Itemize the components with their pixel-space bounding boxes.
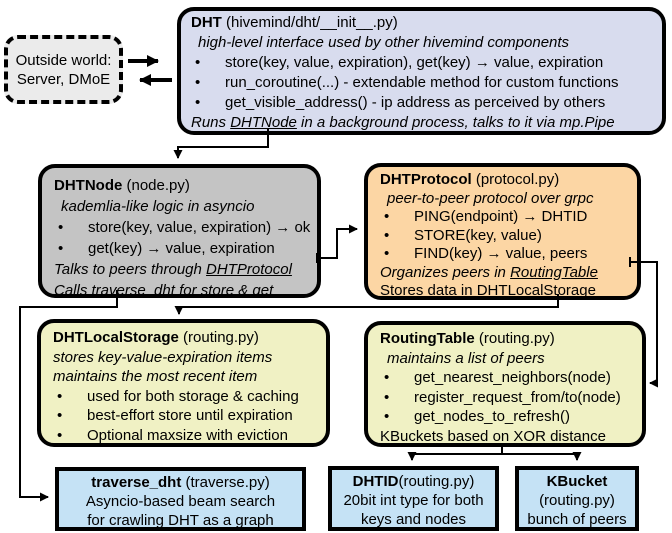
dhtlocalstorage-bullet-used: •used for both storage & caching [53,387,326,407]
dht-title: DHT (hivemind/dht/__init__.py) [191,13,662,33]
dhtlocalstorage-bullet-maxsize: •Optional maxsize with eviction [53,426,326,446]
kbucket-line2: (routing.py) [539,492,615,509]
outside-world-box: Outside world: Server, DMoE [4,35,123,104]
routingtable-bullet-neighbors: •get_nearest_neighbors(node) [380,368,642,388]
kbucket-line3: bunch of peers [527,511,627,528]
traverse-dht-box: traverse_dht (traverse.py) Asyncio-based… [55,467,306,531]
dhtnode-title: DHTNode (node.py) [54,175,317,196]
bullet-icon: • [384,245,390,262]
dhtnode-title-file: (node.py) [122,177,190,194]
dhtlocalstorage-subtitle2: maintains the most recent item [53,368,258,385]
dht-subtitle: high-level interface used by other hivem… [198,34,570,51]
bullet-icon: • [58,219,64,236]
bullet-icon: • [384,388,390,406]
bullet-icon: • [384,408,390,425]
routingtable-title: RoutingTable (routing.py) [380,329,642,349]
dhtnode-reference: DHTNode [230,114,297,131]
bullet-icon: • [384,208,390,225]
bullet-icon: • [57,387,63,405]
dhtprotocol-reference: DHTProtocol [206,261,292,278]
routingtable-box: RoutingTable (routing.py) maintains a li… [364,321,646,447]
routingtable-reference: RoutingTable [510,263,598,281]
dhtprotocol-box: DHTProtocol (protocol.py) peer-to-peer p… [364,163,641,300]
traverse-dht-line3: for crawling DHT as a graph [87,512,274,529]
dhtid-box: DHTID(routing.py) 20bit int type for bot… [328,466,499,531]
dhtlocalstorage-title-file: (routing.py) [178,329,259,346]
dhtprotocol-subtitle: peer-to-peer protocol over grpc [387,189,594,207]
dhtprotocol-bullet-store: •STORE(key, value) [380,227,637,246]
kbucket-box: KBucket (routing.py) bunch of peers [515,466,639,531]
kbucket-title: KBucket [519,472,635,491]
routingtable-footer: KBuckets based on XOR distance [380,427,606,445]
dhtnode-subtitle: kademlia-like logic in asyncio [61,198,255,215]
traverse-dht-title: traverse_dht (traverse.py) [59,473,302,492]
dht-title-file: (hivemind/dht/__init__.py) [221,14,398,31]
kbucket-title-name: KBucket [546,473,608,490]
dhtnode-box: DHTNode (node.py) kademlia-like logic in… [38,164,321,299]
traverse-dht-line2: Asyncio-based beam search [85,493,276,510]
dhtid-title-name: DHTID [352,473,399,490]
dhtlocalstorage-bullet-besteffort: •best-effort store until expiration [53,406,326,426]
bullet-icon: • [384,226,390,244]
dhtnode-peers-line: Talks to peers through DHTProtocol [54,261,292,278]
dhtnode-title-name: DHTNode [54,177,123,194]
dhtprotocol-title-name: DHTProtocol [380,171,472,188]
dhtprotocol-bullet-ping: •PING(endpoint) → DHTID [380,208,637,227]
dhtnode-bullet-get: •get(key) → value, expiration [54,238,317,259]
bullet-icon: • [57,407,63,424]
bullet-icon: • [58,240,64,257]
outside-world-line2: Server, DMoE [16,70,111,88]
bullet-icon: • [57,426,63,444]
outside-world-line1: Outside world: [15,51,112,69]
dht-title-name: DHT [191,14,222,31]
arrow-dhtnode-to-dhtprotocol [317,224,358,259]
dhtlocalstorage-box: DHTLocalStorage (routing.py) stores key-… [37,319,330,447]
bullet-icon: • [195,54,201,71]
dhtid-line2: 20bit int type for both [343,492,484,509]
dhtid-title-file: (routing.py) [398,473,475,490]
dhtnode-calls-line: Calls traverse_dht for store & get [54,282,274,299]
routingtable-bullet-refresh: •get_nodes_to_refresh() [380,407,642,427]
traverse-dht-title-file: (traverse.py) [181,474,270,491]
traverse-dht-title-name: traverse_dht [91,474,182,491]
bullet-icon: • [195,74,201,91]
dhtid-title: DHTID(routing.py) [332,472,495,491]
traverse-dht-reference: traverse_dht [91,282,175,299]
dht-bullet-get-visible-address: •get_visible_address() - ip address as p… [191,93,662,113]
localstorage-reference: LocalStorage [507,282,596,299]
dhtprotocol-organizes-line: Organizes peers in RoutingTable [380,263,598,281]
bullet-icon: • [195,94,201,111]
dhtlocalstorage-title: DHTLocalStorage (routing.py) [53,328,326,348]
routingtable-bullet-register: •register_request_from/to(node) [380,388,642,408]
dht-box: DHT (hivemind/dht/__init__.py) high-leve… [177,7,666,135]
bullet-icon: • [384,369,390,386]
dhtprotocol-title-file: (protocol.py) [471,171,560,188]
routingtable-title-name: RoutingTable [380,330,475,347]
dhtnode-bullet-store: •store(key, value, expiration) → ok [54,217,317,238]
dht-bullet-run-coroutine: •run_coroutine(...) - extendable method … [191,73,662,93]
dhtlocalstorage-title-name: DHTLocalStorage [53,329,179,346]
dhtid-line3: keys and nodes [360,511,467,528]
dht-bullet-store: •store(key, value, expiration), get(key)… [191,53,662,73]
dhtprotocol-bullet-find: •FIND(key) → value, peers [380,245,637,264]
dhtprotocol-title: DHTProtocol (protocol.py) [380,171,637,190]
dht-footer: Runs DHTNode in a background process, ta… [191,114,615,131]
routingtable-subtitle: maintains a list of peers [387,349,545,367]
dhtlocalstorage-subtitle1: stores key-value-expiration items [53,348,273,366]
routingtable-title-file: (routing.py) [474,330,555,347]
dhtprotocol-stores-line: Stores data in DHTLocalStorage [380,282,596,299]
